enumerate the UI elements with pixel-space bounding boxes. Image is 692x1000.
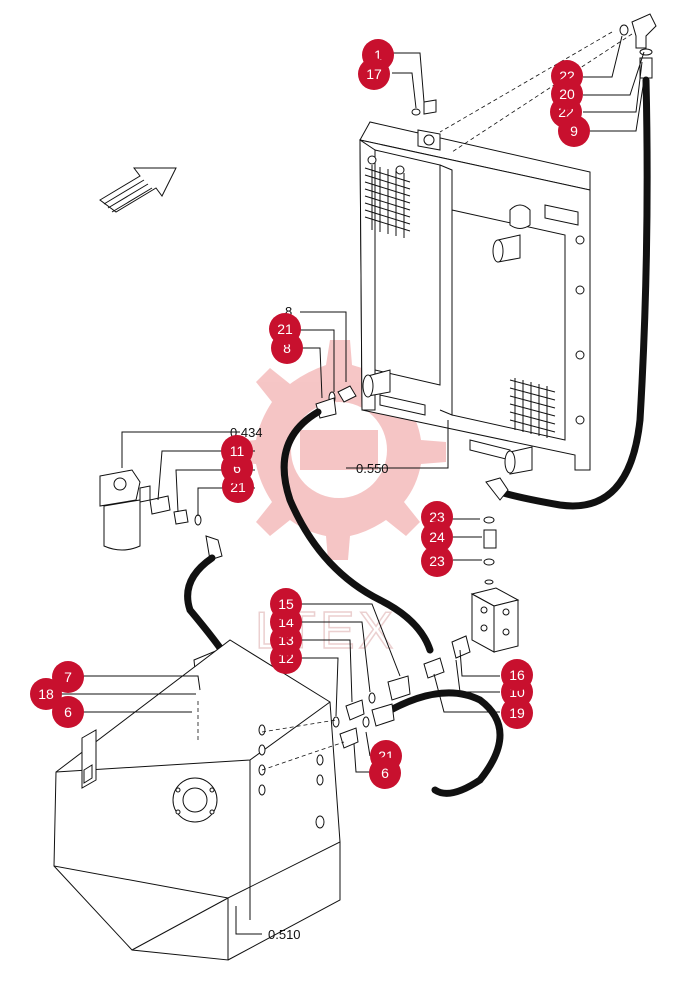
radiator-cooler [359,121,591,475]
svg-text:8: 8 [283,340,291,356]
callout-9: 9 [558,115,590,147]
svg-text:6: 6 [233,460,241,476]
manifold-block-16 [470,516,520,653]
hose-9 [439,13,657,510]
callout-24: 24 [421,521,453,553]
callout-badges: 1 17 22 22 20 9 8 21 21 6 11 23 24 23 12… [30,39,590,789]
svg-text:11: 11 [230,443,245,459]
callout-18: 18 [30,678,62,710]
callout-15: 15 [270,588,302,620]
callout-7: 7 [52,661,84,693]
plug-17 [411,99,437,116]
callout-11: 11 [221,435,253,467]
callout-23-bottom: 23 [421,545,453,577]
svg-text:21: 21 [277,321,293,337]
svg-text:6: 6 [64,704,72,720]
callout-6-bottom: 6 [369,757,401,789]
svg-text:18: 18 [38,686,54,702]
callout-17: 17 [358,58,390,90]
callout-16: 16 [501,659,533,691]
ref-0510-label: 0.510 [268,927,301,942]
callout-21-top: 21 [269,313,301,345]
svg-text:19: 19 [509,705,525,721]
hose-8 [280,385,471,659]
ref-top-fragment-label: 8 [285,304,292,319]
svg-text:1: 1 [374,47,382,63]
svg-text:7: 7 [64,669,72,685]
svg-text:15: 15 [278,596,294,612]
callout-20: 20 [551,78,583,110]
svg-text:20: 20 [559,86,575,102]
svg-text:23: 23 [429,553,445,569]
svg-text:17: 17 [366,66,382,82]
filter-housing [99,469,202,551]
hydraulic-tank [53,639,345,961]
callout-19: 19 [501,697,533,729]
svg-text:9: 9 [570,123,578,139]
hose-10 [371,689,504,797]
reference-labels: 0.434 0.550 0.510 8 [230,304,389,942]
svg-text:16: 16 [509,667,525,683]
svg-text:24: 24 [429,529,445,545]
ref-0550-label: 0.550 [356,461,389,476]
direction-arrow-icon [99,167,177,213]
callout-6-tank: 6 [52,696,84,728]
svg-text:6: 6 [381,765,389,781]
svg-text:23: 23 [429,509,445,525]
fittings-middle [332,657,445,749]
leader-lines [60,35,645,935]
